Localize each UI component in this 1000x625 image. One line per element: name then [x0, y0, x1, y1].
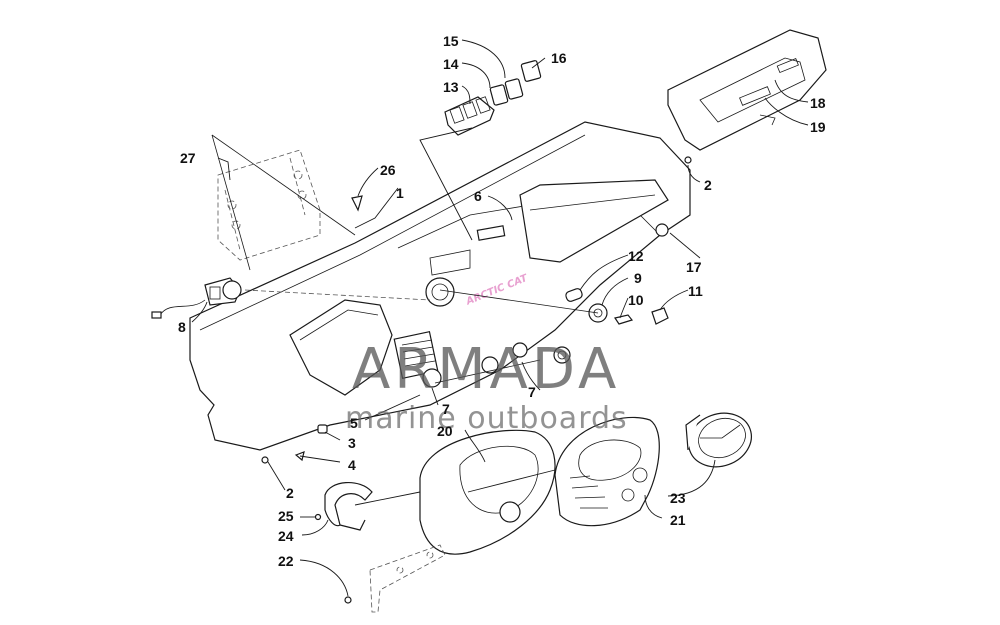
- callout-1: 1: [396, 185, 404, 201]
- callout-15: 15: [443, 33, 459, 49]
- callout-12: 12: [628, 248, 644, 264]
- callout-27: 27: [180, 150, 196, 166]
- key-10: [614, 314, 634, 325]
- watermark-subtitle: marine outboards: [345, 401, 628, 436]
- callout-23: 23: [670, 490, 686, 506]
- callout-25: 25: [278, 508, 294, 524]
- switch-plug-14: [489, 78, 524, 106]
- callout-13: 13: [443, 79, 459, 95]
- switch-plug-16: [520, 60, 542, 82]
- screw-2-right: [684, 156, 692, 164]
- mounting-bracket: [211, 134, 356, 271]
- callout-26: 26: [380, 162, 396, 178]
- callout-7-right: 7: [528, 384, 536, 400]
- callout-2-right: 2: [704, 177, 712, 193]
- gauge-housing: [419, 429, 556, 555]
- screw-26: [351, 195, 363, 212]
- switch-bezel: [444, 96, 495, 136]
- lower-bracket-22: [344, 544, 446, 613]
- callout-8: 8: [178, 319, 186, 335]
- knob-11: [651, 307, 669, 325]
- gauge-cover: [667, 29, 827, 151]
- callout-5: 5: [350, 415, 358, 431]
- dashboard-panel: ARCTIC CAT: [189, 121, 691, 451]
- callout-21: 21: [670, 512, 686, 528]
- callout-2-left: 2: [286, 485, 294, 501]
- callout-20: 20: [437, 423, 453, 439]
- callout-17: 17: [686, 259, 702, 275]
- plug-17: [655, 223, 669, 237]
- callout-7-left: 7: [442, 401, 450, 417]
- watermark-title: ARMADA: [352, 337, 620, 402]
- callout-24: 24: [278, 528, 294, 544]
- bushing-3: [317, 424, 328, 434]
- callout-16: 16: [551, 50, 567, 66]
- gauge-ring-24: [324, 481, 373, 531]
- callout-19: 19: [810, 119, 826, 135]
- indicator-light-7: [553, 346, 571, 364]
- callout-3: 3: [348, 435, 356, 451]
- callout-10: 10: [628, 292, 644, 308]
- callout-4: 4: [348, 457, 356, 473]
- bushing-12: [565, 288, 583, 302]
- callout-11: 11: [688, 283, 703, 299]
- callout-6: 6: [474, 188, 482, 204]
- callout-9: 9: [634, 270, 642, 286]
- screw-25: [314, 513, 322, 521]
- screw-2-left: [261, 456, 269, 464]
- callout-14: 14: [443, 56, 459, 72]
- speedometer-23: [685, 412, 752, 468]
- leader-lines: [191, 39, 809, 597]
- ignition-switch: [151, 277, 242, 319]
- gauge-bezel-21: [554, 416, 660, 527]
- callout-18: 18: [810, 95, 826, 111]
- callout-22: 22: [278, 553, 294, 569]
- callout-numbers: 1 2 2 3 4 5 6 7 7 8 9 10 11 12 13 14 15 …: [178, 33, 826, 569]
